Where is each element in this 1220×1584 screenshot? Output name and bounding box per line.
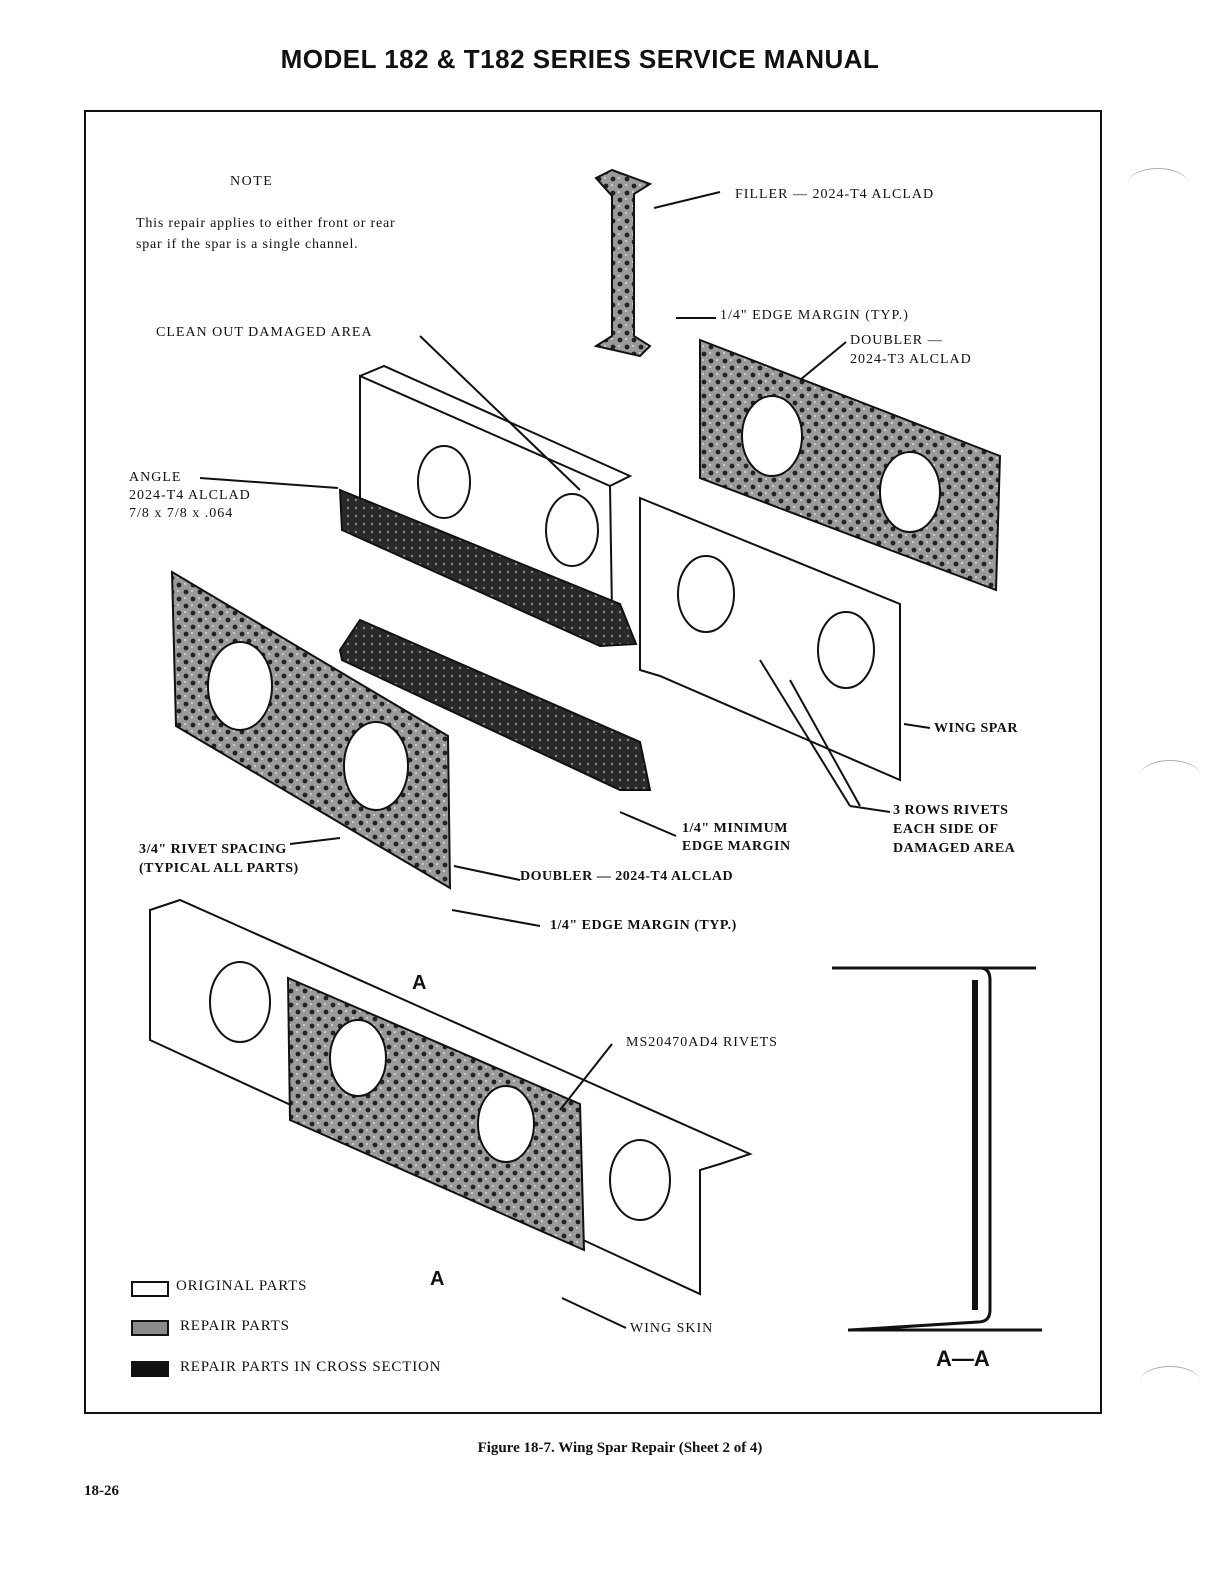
label-filler: FILLER — 2024-T4 ALCLAD <box>735 187 935 202</box>
section-title: A—A <box>936 1346 990 1371</box>
label-doubler-t4: DOUBLER — 2024-T4 ALCLAD <box>520 869 734 884</box>
section-a-a-profile <box>832 966 1042 1332</box>
binder-hole-mark <box>1128 168 1188 199</box>
label-spacing-2: (TYPICAL ALL PARTS) <box>139 861 299 876</box>
note-body: This repair applies to either front or r… <box>136 216 396 252</box>
page-header: MODEL 182 & T182 SERIES SERVICE MANUAL <box>280 44 880 74</box>
label-angle-1: ANGLE <box>129 470 182 485</box>
label-doubler-t3-1: DOUBLER — <box>850 333 943 348</box>
spar-section-right <box>639 496 901 782</box>
page-number: 18-26 <box>84 1483 119 1499</box>
filler-part <box>593 168 653 358</box>
label-edge-margin-top: 1/4" EDGE MARGIN (TYP.) <box>720 308 909 323</box>
binder-hole-mark <box>1140 760 1200 791</box>
label-wing-spar: WING SPAR <box>934 721 1018 736</box>
label-clean-out: CLEAN OUT DAMAGED AREA <box>156 325 373 340</box>
legend-swatch-repair <box>131 1320 169 1336</box>
angle-part <box>338 488 638 648</box>
label-doubler-t3-2: 2024-T3 ALCLAD <box>850 352 972 367</box>
note-title: NOTE <box>230 174 274 189</box>
label-angle-3: 7/8 x 7/8 x .064 <box>129 506 234 521</box>
label-wing-skin: WING SKIN <box>630 1321 714 1336</box>
lower-angle-part <box>338 618 652 791</box>
figure-caption: Figure 18-7. Wing Spar Repair (Sheet 2 o… <box>477 1440 763 1456</box>
legend-label-original: ORIGINAL PARTS <box>176 1278 308 1294</box>
legend-swatch-cross-section <box>131 1361 169 1377</box>
label-min-edge-2: EDGE MARGIN <box>682 839 791 854</box>
label-rivets-1: 3 ROWS RIVETS <box>893 803 1009 818</box>
section-mark-bottom: A <box>430 1268 445 1290</box>
label-min-edge-1: 1/4" MINIMUM <box>682 821 788 836</box>
label-ms-rivets: MS20470AD4 RIVETS <box>626 1035 778 1050</box>
label-spacing-1: 3/4" RIVET SPACING <box>139 842 287 857</box>
label-angle-2: 2024-T4 ALCLAD <box>129 488 251 503</box>
label-edge-margin-bottom: 1/4" EDGE MARGIN (TYP.) <box>550 918 737 933</box>
label-rivets-2: EACH SIDE OF <box>893 822 999 837</box>
legend-swatch-original <box>131 1281 169 1297</box>
binder-hole-mark <box>1140 1366 1200 1397</box>
label-rivets-3: DAMAGED AREA <box>893 841 1016 856</box>
legend-label-cross-section: REPAIR PARTS IN CROSS SECTION <box>180 1359 442 1375</box>
legend-label-repair: REPAIR PARTS <box>180 1318 290 1334</box>
figure-frame <box>84 110 1102 1414</box>
section-mark-top: A <box>412 972 427 994</box>
